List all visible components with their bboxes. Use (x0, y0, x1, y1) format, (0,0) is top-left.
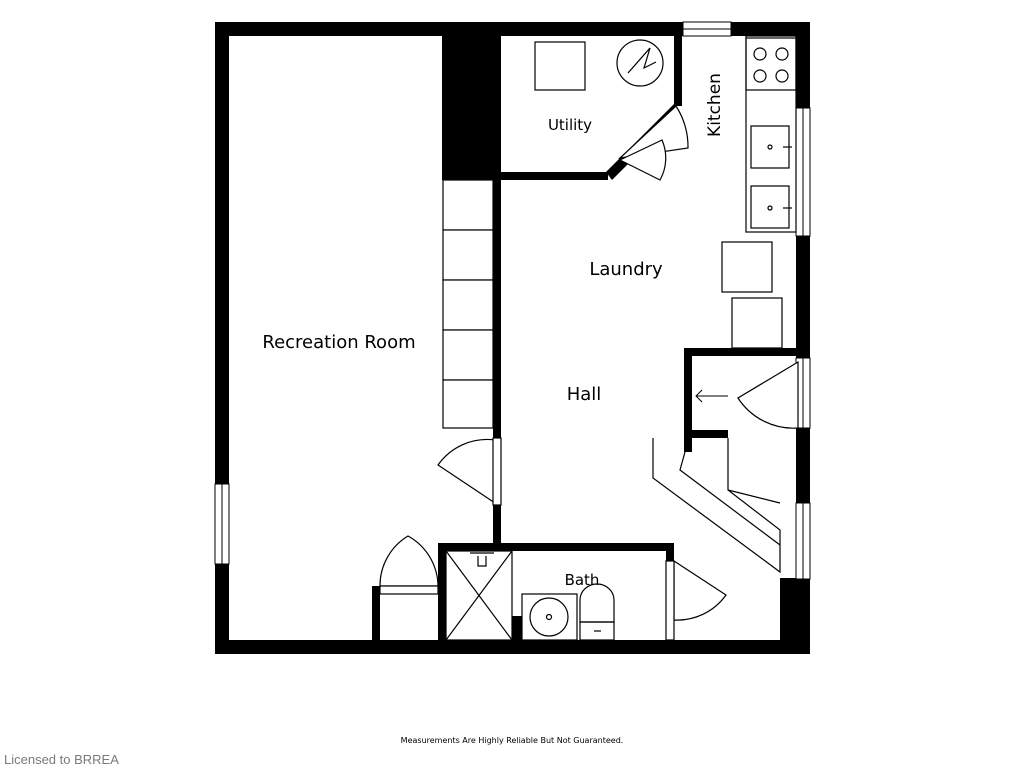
label-bath: Bath (565, 571, 600, 589)
label-recreation-room: Recreation Room (262, 332, 415, 353)
bath-fixtures (445, 550, 615, 641)
license-watermark: Licensed to BRREA (4, 752, 119, 767)
laundry-fixtures (721, 241, 783, 349)
measurement-disclaimer: Measurements Are Highly Reliable But Not… (400, 736, 624, 745)
windows (214, 21, 811, 580)
label-utility: Utility (548, 116, 592, 134)
doors (379, 105, 799, 641)
label-hall: Hall (567, 384, 602, 405)
label-kitchen: Kitchen (705, 73, 725, 137)
kitchen-fixtures (745, 35, 797, 233)
closet-shelf (695, 389, 728, 403)
label-laundry: Laundry (589, 259, 663, 280)
hall-stairs (652, 438, 781, 574)
utility-fixtures (534, 39, 664, 91)
staircase (442, 179, 494, 429)
